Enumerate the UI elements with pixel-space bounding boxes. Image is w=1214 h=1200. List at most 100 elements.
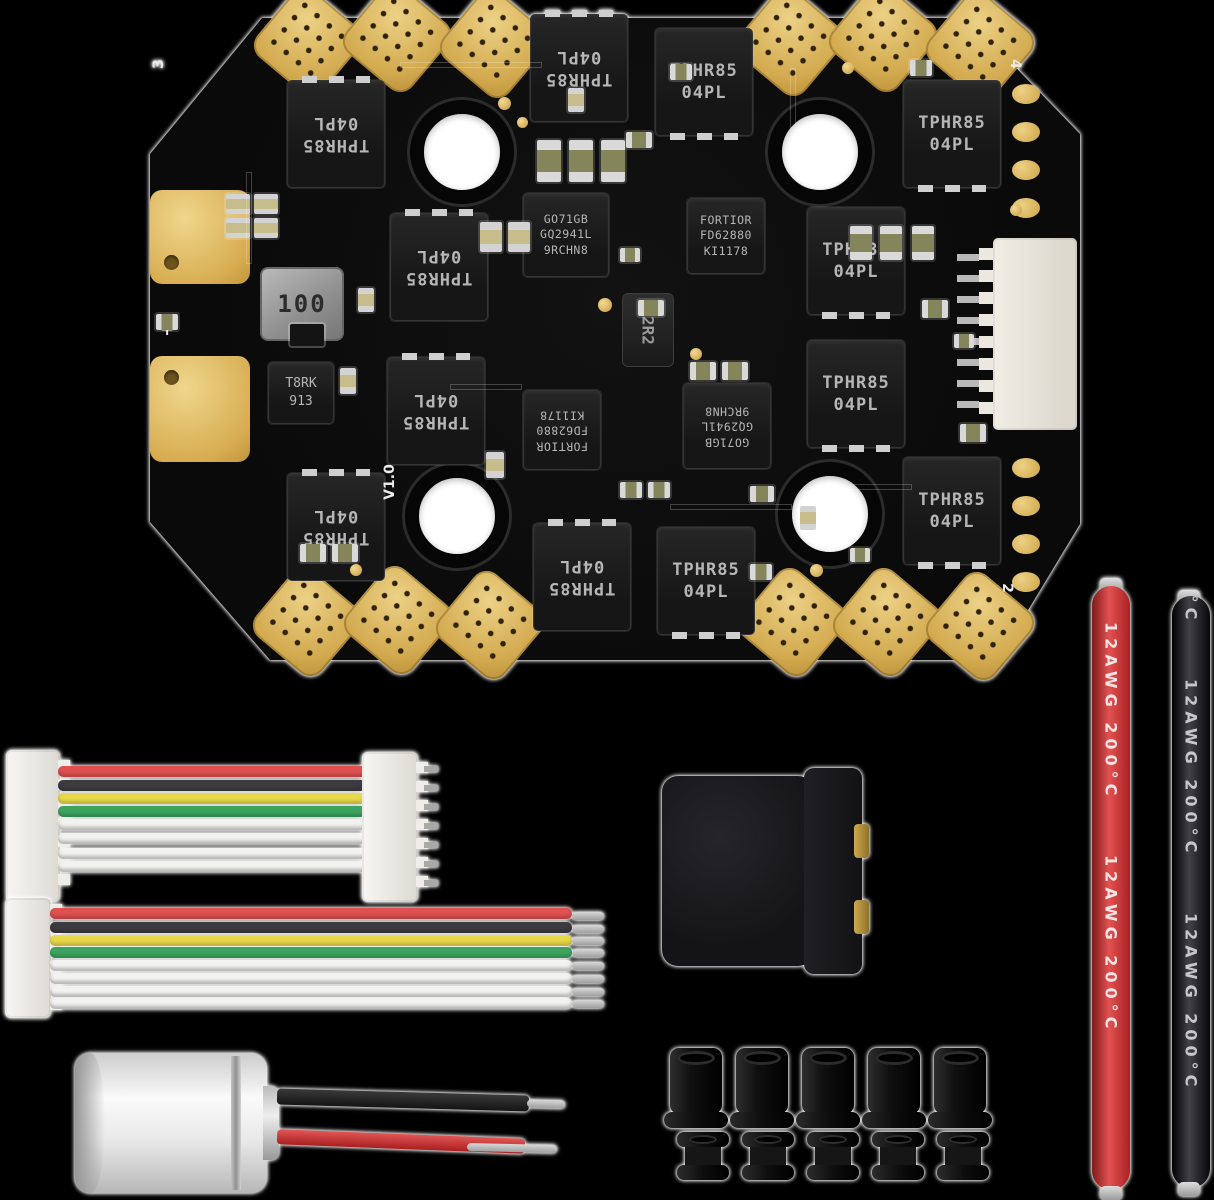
cable-wire [50,998,572,1009]
grommet-flange [862,1112,926,1128]
chip-label: 04PL [313,113,359,133]
cable-wire [58,793,366,804]
capacitor [75,1048,566,1200]
smd-component [954,334,974,348]
chip-label: TPHR85 [672,559,740,580]
smd-component [750,486,774,502]
battery-pad [150,356,250,462]
grommet-short [742,1132,794,1180]
chip-label: GQ2941L [701,419,753,434]
jst-connector [362,752,418,902]
tinned-tip [1100,1186,1122,1200]
chip-label: GO71GB [704,435,750,450]
gold-via [1010,204,1022,216]
grommet-flange [796,1112,860,1128]
version-silkscreen: V1.0 [381,464,398,500]
grommet-flange [807,1132,859,1147]
wire-red-body: 12AWG 200°C 12AWG 200°C [1092,586,1130,1190]
grommet-flange [730,1112,794,1128]
signal-pad [1012,122,1040,142]
chip-label: TPHR85 [545,69,613,90]
grommet-flange [937,1132,989,1147]
tinned-tip [572,975,604,983]
signal-pad [1012,160,1040,180]
wire-label: 12AWG 200°C [1181,912,1201,1092]
cable-wire [58,806,366,817]
chip-label: 04PL [929,512,975,532]
cable-wire [50,986,572,997]
grommet-short [937,1132,989,1180]
cable-wire [58,766,366,777]
wire-label: 12AWG 200°C [1101,622,1121,801]
grommet-short [872,1132,924,1180]
power-wire-red: 12AWG 200°C 12AWG 200°C [1086,578,1138,1200]
cable-wire [50,973,572,984]
smd-component [850,226,872,260]
gold-via [810,564,823,577]
tinned-tip [572,912,604,920]
jst-cable-double-ended [0,742,438,912]
tinned-tip [526,1099,566,1109]
motor-number-mark: 2 [998,583,1015,593]
gold-via [498,97,511,110]
silkscreen-trace [790,68,796,130]
chip-label: 04PL [413,390,459,410]
tinned-tip [572,988,604,996]
wire-label: 12AWG 200°C [1101,855,1121,1034]
grommet-tall [928,1044,992,1128]
smd-component [750,564,772,580]
signal-pad [1012,534,1040,554]
smd-component [910,60,932,76]
signal-pad [1012,458,1040,478]
jst-cable-tinned [0,888,612,1020]
chip-label: 04PL [416,246,462,266]
chip-label: FORTIOR [700,212,752,227]
gold-via [598,298,612,312]
wire-label: 12AWG 200°C [1181,679,1201,858]
cable-wire [58,861,366,872]
capacitor-seal [263,1086,279,1160]
smd-component [226,218,250,238]
cable-wire [58,780,366,791]
chip-label: 9RCHN8 [543,242,589,257]
chip-label: 04PL [833,262,879,282]
grommet-flange [742,1165,794,1180]
grommet-cylinder [934,1048,986,1114]
power-wire-black: 12AWG 200°C 12AWG 200°C 12AWG 200°C [1168,590,1214,1200]
chip-label: FD62880 [536,423,588,438]
grommet-cylinder [802,1048,854,1114]
grommet-set [660,1040,1010,1190]
chip-label: 04PL [313,506,359,526]
smd-component [332,544,358,562]
smd-component [638,300,664,316]
cable-wire [58,819,366,830]
grommet-short [677,1132,729,1180]
chip-label: KI1178 [703,243,749,258]
chip-label: 04PL [556,47,602,67]
grommet-flange [807,1165,859,1180]
smd-component [508,222,530,252]
smd-component [156,314,178,330]
inductor-label: 2R2 [638,315,658,345]
smd-component [620,248,640,262]
smd-component [340,368,356,394]
grommet-flange [928,1112,992,1128]
tinned-tip [572,962,604,970]
xt60-flange [804,768,862,974]
signal-pad [1012,84,1040,104]
gold-via [842,62,854,74]
smd-component [922,300,948,318]
chip-label: KI1178 [539,408,585,423]
cable-wire [58,848,366,859]
chip-label: 04PL [683,582,729,602]
tinned-tip [1178,1182,1200,1196]
motor-number-mark: 4 [1006,59,1023,69]
